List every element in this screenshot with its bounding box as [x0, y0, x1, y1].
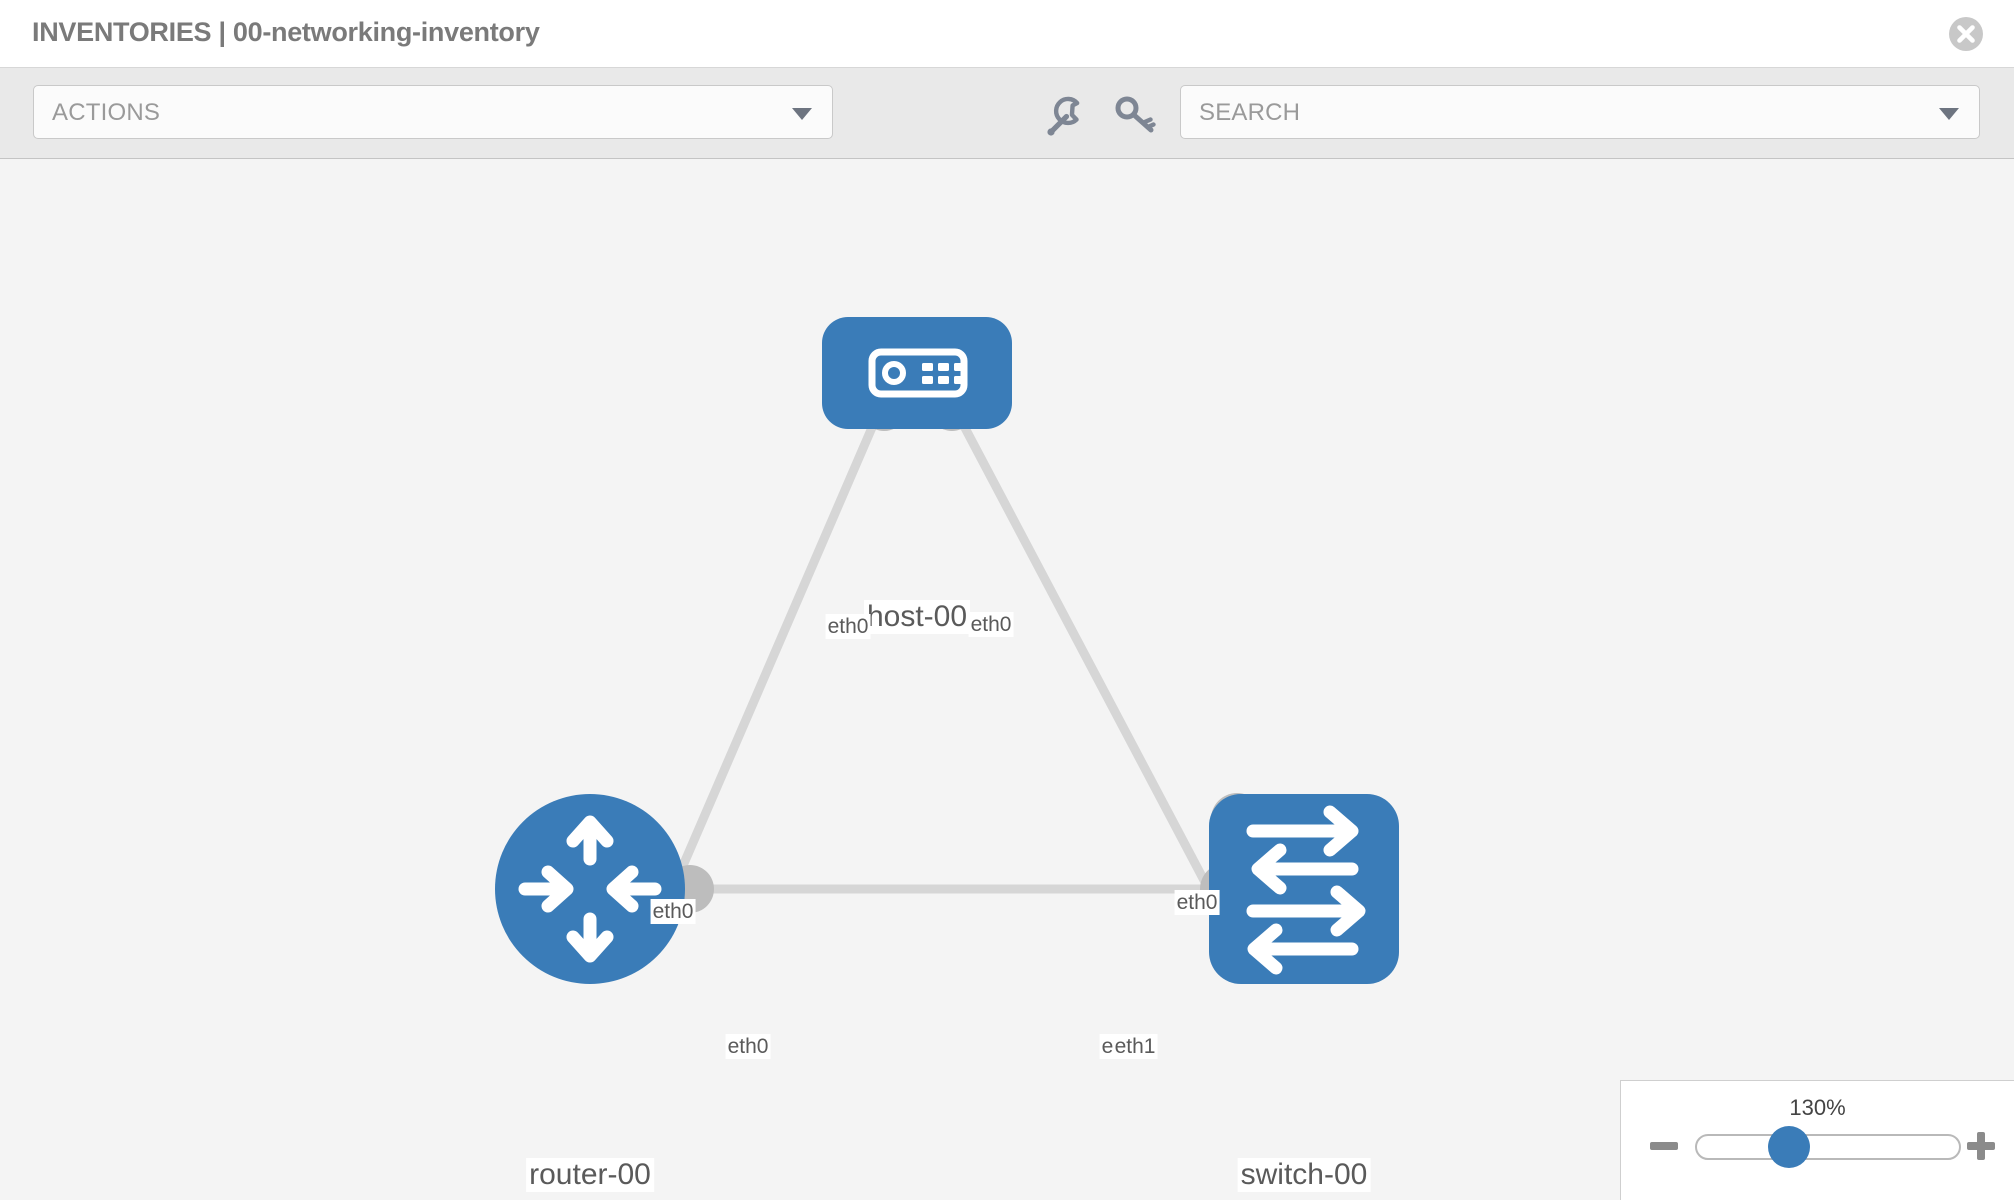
zoom-out-button[interactable] — [1647, 1129, 1681, 1163]
zoom-level-label: 130% — [1789, 1095, 1846, 1120]
search-field[interactable] — [1180, 85, 1980, 140]
zoom-slider-handle[interactable] — [1768, 1126, 1810, 1168]
server-icon — [868, 348, 968, 398]
node-host-00[interactable] — [822, 317, 1012, 429]
node-label-router-00: router-00 — [526, 1158, 654, 1192]
interface-connectors — [666, 383, 1263, 915]
page-title: INVENTORIES | 00-networking-inventory — [32, 17, 540, 47]
switch-arrows-icon — [1246, 805, 1366, 975]
chevron-down-icon[interactable] — [1939, 108, 1959, 120]
search-input[interactable] — [1197, 86, 1921, 140]
page-header: INVENTORIES | 00-networking-inventory — [0, 0, 2014, 68]
edge-label-host-eth0-right: eth0 — [968, 612, 1014, 637]
link-host-switch — [950, 404, 1240, 944]
edge-label-host-eth0-left: eth0 — [825, 614, 871, 639]
actions-dropdown-label: ACTIONS — [52, 99, 161, 126]
node-label-switch-00: switch-00 — [1237, 1158, 1371, 1192]
edge-label-switch-host-eth0: eth0 — [1174, 890, 1220, 915]
chevron-down-icon — [792, 108, 812, 120]
node-switch-00[interactable] — [1209, 794, 1399, 984]
topology-canvas[interactable]: host-00 router-00 switch-00 eth0 eth0 et… — [0, 159, 2014, 1200]
topology-graph — [495, 317, 1399, 984]
edge-label-router-eth0: eth0 — [725, 1034, 771, 1059]
wrench-icon[interactable] — [1042, 92, 1088, 138]
node-label-host-00: host-00 — [863, 600, 971, 634]
link-host-router — [655, 404, 885, 924]
node-router-00[interactable] — [495, 794, 685, 984]
edge-label-router-host-eth0: eth0 — [650, 899, 696, 924]
close-circle-icon[interactable] — [1946, 14, 1986, 54]
router-arrows-icon — [518, 815, 662, 963]
zoom-slider-track[interactable] — [1695, 1134, 1961, 1160]
edge-label-switch-eth1: eth1 — [1112, 1034, 1158, 1059]
zoom-in-button[interactable] — [1964, 1129, 1998, 1163]
actions-dropdown[interactable]: ACTIONS — [33, 85, 833, 139]
key-icon[interactable] — [1112, 92, 1158, 138]
zoom-control-panel: 130% — [1620, 1080, 2014, 1200]
